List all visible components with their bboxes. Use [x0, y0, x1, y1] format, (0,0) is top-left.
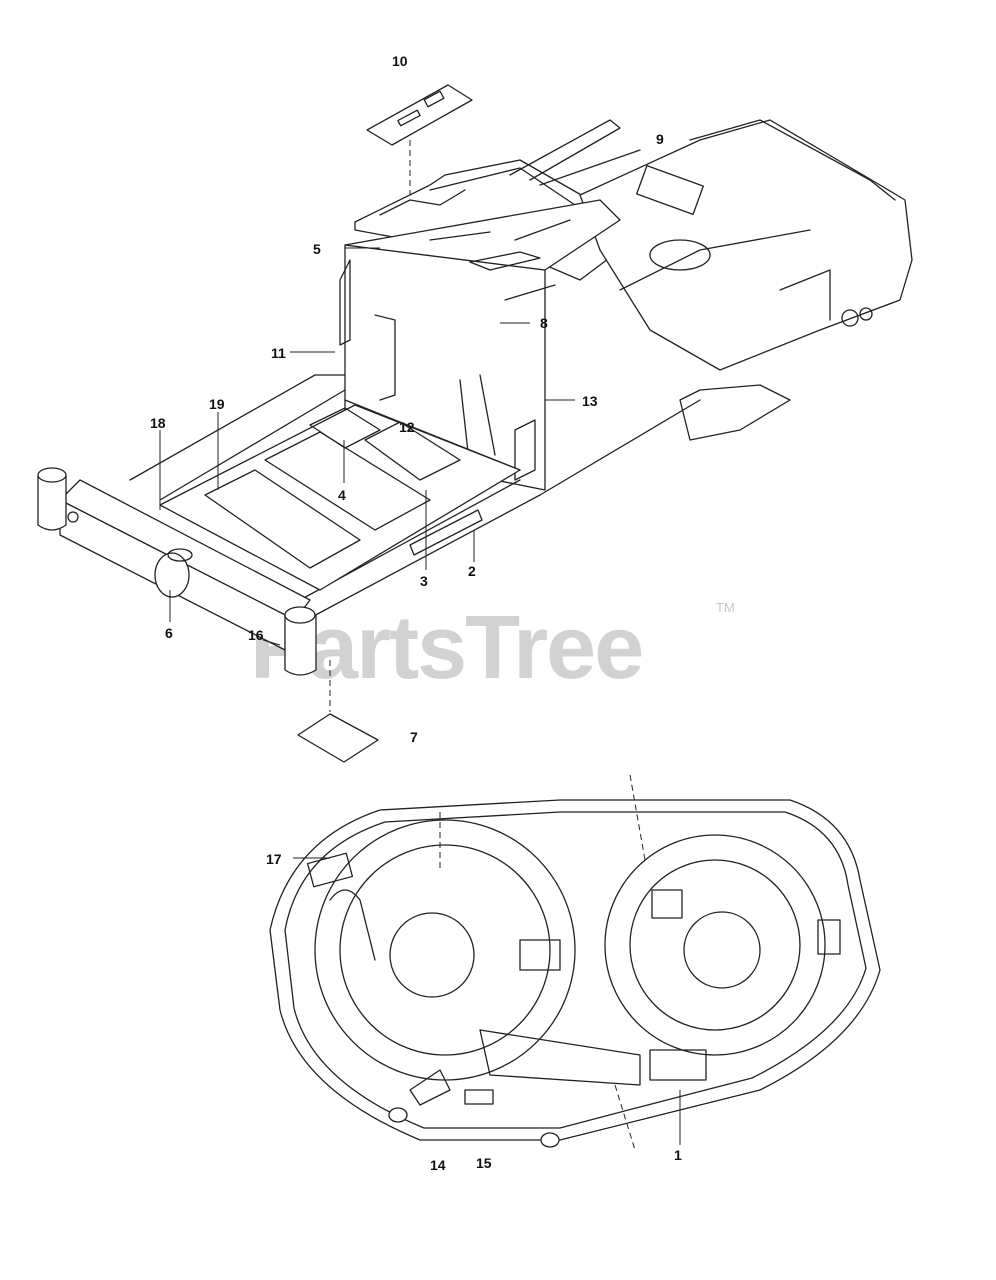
mower-deck-drawing: [269, 774, 881, 1151]
rear-fender: [579, 119, 913, 371]
callout-11: 11: [271, 345, 286, 361]
seat-slot: [379, 189, 466, 216]
panel-slot: [514, 219, 571, 241]
deck-inner-rim: [284, 811, 867, 1129]
floor-mat-12: [364, 421, 461, 481]
deck-wheel-center: [540, 1132, 560, 1148]
control-panel-top: [344, 199, 621, 271]
callout-13: 13: [582, 393, 598, 409]
panel-slot: [429, 231, 491, 241]
fender-plate: [636, 164, 704, 216]
fender-side: [779, 269, 831, 321]
fuel-cap: [649, 239, 711, 271]
brand-decal-2: [409, 509, 483, 556]
callout-12: 12: [399, 419, 415, 435]
left-spindle: [389, 912, 475, 998]
caster-post-right: [284, 614, 317, 676]
frame-rail-left-top: [129, 374, 346, 481]
seat-edge: [429, 167, 576, 206]
deck-decal-1: [649, 1049, 707, 1081]
right-blade-housing: [604, 834, 826, 1056]
caster-top-left: [37, 467, 67, 483]
callout-16: 16: [248, 627, 264, 643]
floor-mat-small: [309, 407, 381, 449]
callout-9: 9: [656, 131, 664, 147]
panel-edge: [339, 259, 351, 346]
callout-14: 14: [430, 1157, 446, 1173]
callout-3: 3: [420, 573, 428, 589]
watermark-trademark: TM: [716, 600, 735, 615]
bumper-emblem: [154, 552, 190, 598]
left-blade-track: [339, 844, 551, 1056]
deck-side-tab: [817, 919, 841, 955]
decal-mark: [397, 109, 421, 127]
deck-wheel-left: [388, 1107, 408, 1123]
callout-labels: 10 9 5 8 11 13 18 19 12 4 3 2 6 16 7 17 …: [150, 53, 682, 1173]
deck-block: [519, 939, 561, 971]
idler-bracket: [651, 889, 683, 919]
right-blade-track: [629, 859, 801, 1031]
bumper-bolt: [67, 511, 79, 523]
deck-label: [464, 1089, 494, 1105]
belt-cover: [479, 1029, 641, 1086]
callout-10: 10: [392, 53, 408, 69]
callout-19: 19: [209, 396, 225, 412]
callout-1: 1: [674, 1147, 682, 1163]
floor-pan: [159, 404, 521, 591]
floor-mat-19: [204, 469, 361, 569]
panel-slot: [504, 284, 556, 301]
decal-mark: [423, 90, 445, 108]
caster-post-left: [37, 474, 67, 531]
callout-5: 5: [313, 241, 321, 257]
deck-shell: [269, 799, 881, 1141]
frame-rail-left-inner: [159, 389, 346, 501]
chassis-frame-drawing: [37, 84, 913, 763]
emblem-cap: [167, 548, 193, 562]
panel-slot: [469, 251, 541, 271]
deck-plate: [409, 1069, 451, 1106]
rear-rail-2: [539, 149, 641, 186]
callout-15: 15: [476, 1155, 492, 1171]
bolt-head: [859, 307, 873, 321]
side-clip: [514, 419, 536, 481]
frame-rail-right-inner: [309, 494, 541, 619]
callout-18: 18: [150, 415, 166, 431]
fender-line: [619, 229, 811, 291]
frame-rail-rear: [539, 399, 701, 496]
callout-4: 4: [338, 487, 346, 503]
callout-17: 17: [266, 851, 282, 867]
lever: [479, 374, 496, 456]
hinge-bracket: [374, 314, 396, 401]
deck-hook: [329, 889, 376, 961]
leader-dashed: [614, 1084, 636, 1151]
bolt-head: [841, 309, 859, 327]
callout-8: 8: [540, 315, 548, 331]
rear-rail: [509, 119, 621, 181]
callout-7: 7: [410, 729, 418, 745]
leader-dashed: [629, 774, 646, 861]
floor-mat-4: [264, 431, 431, 531]
floor-decal-7: [297, 713, 379, 763]
leader-16: [262, 639, 281, 646]
fender-lip: [689, 119, 896, 201]
callout-6: 6: [165, 625, 173, 641]
rear-bracket: [679, 384, 791, 441]
watermark: PartsTree TM: [250, 598, 735, 698]
caster-top-right: [284, 606, 316, 624]
callout-2: 2: [468, 563, 476, 579]
right-spindle: [683, 911, 761, 989]
